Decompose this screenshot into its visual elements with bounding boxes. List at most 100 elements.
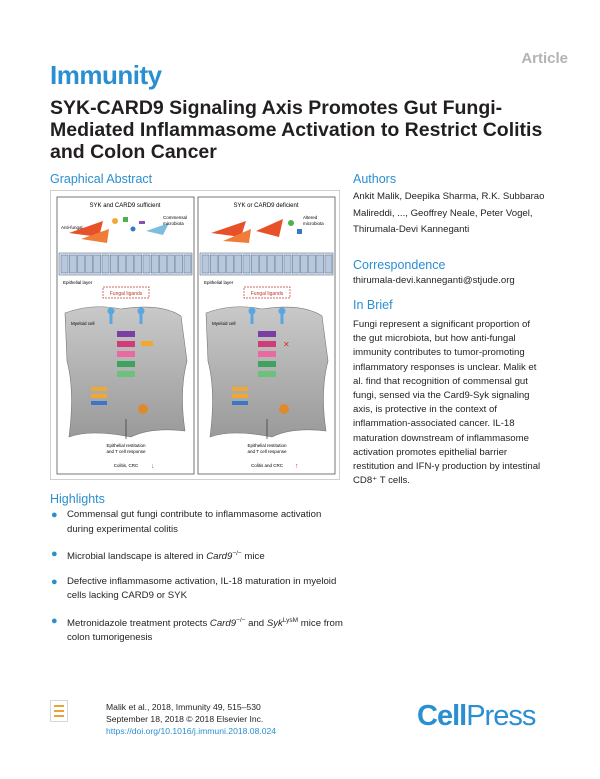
left-receptor-icon — [107, 307, 145, 324]
epithelial-cell — [275, 254, 284, 274]
left-epithelial-label: Epithelial layer — [63, 280, 93, 285]
epithelial-cell — [183, 254, 192, 274]
highlights-heading: Highlights — [50, 492, 105, 506]
article-title: SYK-CARD9 Signaling Axis Promotes Gut Fu… — [50, 97, 543, 163]
bullet-icon: ● — [51, 614, 58, 627]
epithelial-cell — [101, 254, 110, 274]
graphical-abstract-heading: Graphical Abstract — [50, 172, 153, 186]
highlight-item: ● Defective inflammasome activation, IL-… — [50, 575, 350, 604]
epithelial-cell — [201, 254, 210, 274]
epithelial-cell — [324, 254, 333, 274]
right-microbiota-label: microbiota — [303, 221, 324, 226]
graphical-abstract-figure: SYK and CARD9 sufficient SYK or CARD9 de… — [50, 190, 340, 480]
epithelial-cell — [308, 254, 316, 274]
epithelial-cell — [85, 254, 93, 274]
highlight-item: ● Commensal gut fungi contribute to infl… — [50, 508, 350, 537]
left-signaling-stack — [91, 331, 153, 414]
graphical-abstract-svg: SYK and CARD9 sufficient SYK or CARD9 de… — [56, 196, 336, 475]
epithelial-cell — [93, 254, 101, 274]
epithelial-cell — [126, 254, 134, 274]
left-panel-title: SYK and CARD9 sufficient — [90, 203, 161, 209]
highlight-text-post: mice from colon tumorigenesis — [67, 617, 343, 644]
highlight-text-post: mice — [241, 551, 265, 563]
epithelial-cell — [259, 254, 267, 274]
left-outcome-2: and T cell response — [106, 449, 146, 454]
left-commensal-label: Commensal — [163, 215, 187, 220]
correspondence-email[interactable]: thirumala-devi.kanneganti@stjude.org — [353, 275, 515, 286]
right-fungal-ligands-label: Fungal ligands — [251, 291, 284, 297]
right-signaling-stack: ✕ — [232, 331, 290, 414]
epithelial-cell — [77, 254, 85, 274]
highlight-text-pre: Metronidazole treatment protects — [67, 617, 210, 629]
cell-press-logo: CellPress — [417, 700, 536, 732]
right-increase-arrow-icon: ↑ — [295, 463, 299, 470]
article-type-label: Article — [521, 50, 568, 67]
epithelial-cell — [167, 254, 175, 274]
authors-heading: Authors — [353, 172, 397, 186]
right-microbes-icon — [211, 219, 302, 243]
highlight-text-pre: Microbial landscape is altered in — [67, 551, 207, 563]
journal-name: Immunity — [50, 60, 162, 90]
highlight-text-mid: and — [245, 617, 267, 629]
left-fungal-ligands-label: Fungal ligands — [110, 291, 143, 297]
left-microbiota-label: microbiota — [163, 221, 184, 226]
gene-name: Card9 — [209, 617, 237, 629]
epithelial-cell — [110, 254, 118, 274]
epithelial-cell — [291, 254, 300, 274]
svg-text:✕: ✕ — [283, 340, 290, 349]
left-outcome-1: Epithelial restitution — [106, 443, 146, 448]
right-epithelial-label: Epithelial layer — [204, 280, 234, 285]
epithelial-cell — [234, 254, 243, 274]
bullet-icon: ● — [51, 575, 58, 588]
correspondence-heading: Correspondence — [353, 258, 446, 272]
left-fungal-ligands-box — [102, 286, 150, 299]
epithelial-cell — [267, 254, 275, 274]
right-outcome-1: Epithelial restitution — [247, 443, 287, 448]
right-panel-title: SYK or CARD9 deficient — [233, 203, 298, 209]
left-myeloid-label: Myeloid cell — [71, 321, 95, 326]
epithelial-cell — [159, 254, 167, 274]
highlight-item: ● Microbial landscape is altered in Card… — [50, 547, 350, 565]
epithelial-cell — [316, 254, 324, 274]
highlights-list: ● Commensal gut fungi contribute to infl… — [50, 508, 350, 656]
epithelial-cell — [209, 254, 218, 274]
left-decrease-arrow-icon: ↓ — [151, 463, 155, 470]
epithelial-cell — [60, 254, 69, 274]
gene-name-2: Syk — [266, 617, 283, 629]
antifungal-label: Anti-fungal — [61, 225, 83, 230]
epithelial-cell — [175, 254, 184, 274]
highlight-text: Defective inflammasome activation, IL-18… — [67, 575, 337, 602]
gene-name: Card9 — [206, 551, 233, 563]
right-outcome-3: Colitis and CRC — [251, 463, 284, 468]
citation-block: Malik et al., 2018, Immunity 49, 515–530… — [106, 701, 276, 737]
epithelial-cell — [242, 254, 251, 274]
doi-link[interactable]: https://doi.org/10.1016/j.immuni.2018.08… — [106, 726, 277, 736]
epithelial-cell — [226, 254, 234, 274]
open-archive-icon — [50, 700, 68, 722]
right-receptor-icon — [248, 307, 286, 324]
highlight-item: ● Metronidazole treatment protects Card9… — [50, 614, 350, 646]
genotype-sup: −/− — [236, 616, 246, 624]
left-epithelial-cells — [60, 254, 192, 274]
genotype-sup: −/− — [232, 550, 242, 557]
genotype-sup-2: LysM — [282, 616, 299, 624]
authors-list: Ankit Malik, Deepika Sharma, R.K. Subbar… — [353, 191, 545, 235]
right-myeloid-label: Myeloid cell — [212, 321, 236, 326]
right-outcome-2: and T cell response — [247, 449, 287, 454]
citation-line-1: Malik et al., 2018, Immunity 49, 515–530 — [106, 702, 261, 712]
left-outcome-3: Colitis, CRC — [114, 463, 139, 468]
citation-line-2: September 18, 2018 © 2018 Elsevier Inc. — [106, 714, 264, 724]
epithelial-cell — [300, 254, 308, 274]
epithelial-cell — [218, 254, 226, 274]
epithelial-cell — [150, 254, 159, 274]
epithelial-cell — [69, 254, 77, 274]
right-epithelial-cells — [201, 254, 333, 274]
bullet-icon: ● — [51, 509, 58, 521]
in-brief-text: Fungi represent a significant proportion… — [353, 319, 541, 487]
epithelial-cell — [283, 254, 292, 274]
right-altered-label: Altered — [303, 215, 318, 220]
epithelial-cell — [118, 254, 126, 274]
epithelial-cell — [142, 254, 151, 274]
left-microbes-icon — [69, 217, 169, 243]
highlight-text: Commensal gut fungi contribute to inflam… — [67, 509, 322, 535]
